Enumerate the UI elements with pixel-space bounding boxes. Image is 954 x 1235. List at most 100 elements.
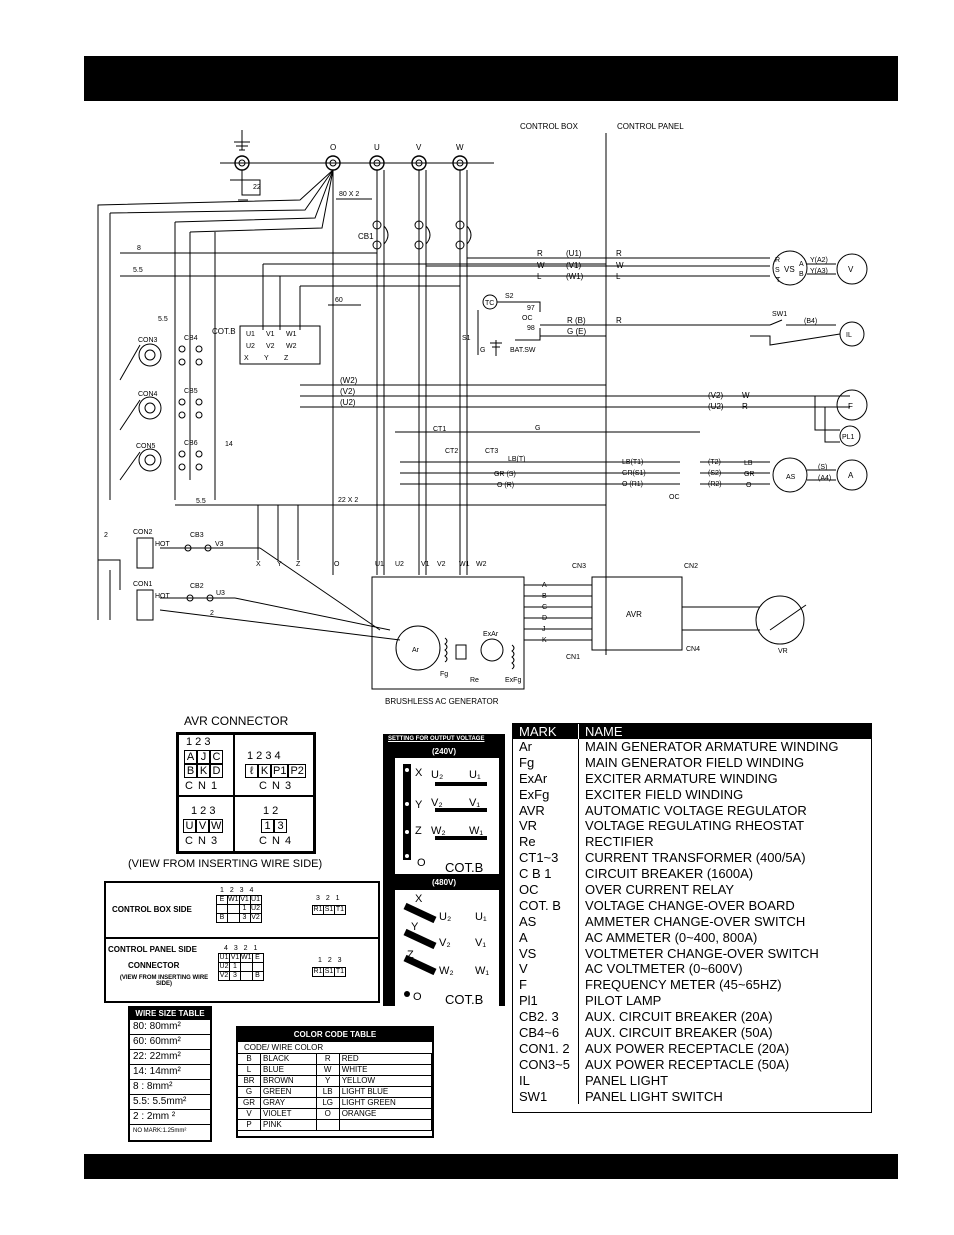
armature-winding xyxy=(395,625,441,671)
legend-name: AMMETER CHANGE-OVER SWITCH xyxy=(585,913,806,929)
panel-light xyxy=(839,321,865,347)
pilot-lamp xyxy=(839,425,861,447)
r-panel3: R xyxy=(616,316,622,325)
t240-cotb: COT.B xyxy=(445,860,483,874)
cotb-v1: V1 xyxy=(266,331,275,338)
legend-row: Pl1 PILOT LAMP xyxy=(513,993,871,1010)
t480-y: Y xyxy=(411,921,419,933)
color-cell: YELLOW xyxy=(339,1075,433,1087)
cotb-480v-diagram: X Y Z O U₂ U₁ V₂ V₁ W₂ W₁ COT.B xyxy=(403,893,489,1007)
legend-mark: CON1. 2 xyxy=(513,1040,579,1057)
vs-t: T xyxy=(776,277,781,284)
cn1-pin: D xyxy=(210,764,223,778)
batsw-label: BAT.SW xyxy=(510,347,536,354)
avr-unit xyxy=(591,576,683,651)
grs-label: GR (S) xyxy=(494,471,516,478)
legend-name: CURRENT TRANSFORMER (400/5A) xyxy=(585,850,806,866)
color-cell: LIGHT GREEN xyxy=(339,1097,433,1109)
ct2-label: CT2 xyxy=(445,448,458,455)
legend-name: FREQUENCY METER (45~65HZ) xyxy=(585,977,782,993)
legend-name: OVER CURRENT RELAY xyxy=(585,882,735,898)
t480-v2: V₂ xyxy=(439,937,451,949)
t240-w1: W₁ xyxy=(469,825,483,837)
cotb-label: COT.B xyxy=(212,327,236,336)
cn1-label: CN1 xyxy=(566,654,580,661)
b4-label: (B4) xyxy=(804,318,817,325)
vs-a: A xyxy=(799,261,804,268)
output-setting-title: SETTING FOR OUTPUT VOLTAGE xyxy=(388,736,485,742)
cn1-pin: B xyxy=(184,764,197,778)
code-cell: Y xyxy=(316,1075,340,1087)
cn2-label: CN2 xyxy=(684,563,698,570)
lbt-label: LB(T) xyxy=(508,456,526,463)
cn3b-pin: U xyxy=(183,819,196,833)
vr-label: VR xyxy=(778,648,788,655)
wire-55b-label: 5.5 xyxy=(158,316,168,323)
hot-label-1: HOT xyxy=(155,593,171,600)
legend-name: CIRCUIT BREAKER (1600A) xyxy=(585,866,754,882)
cn4-row1: 1 3 xyxy=(261,819,287,833)
ar-label: Ar xyxy=(412,647,420,654)
grid-cell xyxy=(240,962,253,972)
legend-name: AUX POWER RECEPTACLE (20A) xyxy=(585,1040,790,1056)
cb4-breaker xyxy=(178,345,203,366)
connector-divider xyxy=(106,937,378,939)
legend-name: PANEL LIGHT xyxy=(585,1072,669,1088)
w-box: W xyxy=(537,261,545,270)
color-cell: GRAY xyxy=(260,1097,317,1109)
s1-label: S1 xyxy=(462,335,471,342)
wire-size-row: 8 : 8mm² xyxy=(130,1080,210,1095)
t480-z: Z xyxy=(407,949,414,961)
cn4-pin: 1 xyxy=(261,819,274,833)
legend-row: ExFg EXCITER FIELD WINDING xyxy=(513,786,871,803)
t480-x: X xyxy=(415,893,423,905)
con5-label: CON5 xyxy=(136,443,156,450)
terminal-w-label: W xyxy=(456,143,464,152)
legend-mark: Re xyxy=(513,834,579,851)
cn3b-name: C N 3 xyxy=(185,835,219,847)
con3-label: CON3 xyxy=(138,337,158,344)
legend-name: AUX. CIRCUIT BREAKER (20A) xyxy=(585,1009,773,1025)
t480-w2: W₂ xyxy=(439,965,454,977)
header-bar xyxy=(84,56,898,101)
code-cell: B xyxy=(238,1054,261,1065)
control-panel-side-label: CONTROL PANEL SIDE xyxy=(108,945,197,954)
legend-mark: SW1 xyxy=(513,1088,579,1105)
generator-box xyxy=(371,576,525,690)
s2-label: S2 xyxy=(505,293,514,300)
wire-size-title: WIRE SIZE TABLE xyxy=(130,1008,210,1020)
gen-z: Z xyxy=(296,561,301,568)
legend-mark: CB4~6 xyxy=(513,1025,579,1041)
exfg-label: ExFg xyxy=(505,677,521,684)
grid-cell: U2 xyxy=(249,904,262,914)
wire-size-row: 60: 60mm² xyxy=(130,1035,210,1050)
color-cell: BLACK xyxy=(260,1054,317,1065)
vs-b: B xyxy=(799,271,804,278)
cn3a-cell: 1 2 3 4 ℓ K P1 P2 C N 3 xyxy=(234,734,314,796)
panel-grid-numbers: 4 3 2 1 xyxy=(224,945,260,952)
code-cell: LB xyxy=(316,1086,340,1098)
grid-cell: W1 xyxy=(240,953,253,963)
wire-14-label: 14 xyxy=(225,441,233,448)
code-cell xyxy=(316,1119,340,1131)
wire-size-row: 2 : 2mm ² xyxy=(130,1110,210,1125)
cn1-pin: A xyxy=(184,750,197,764)
grid-cell: 1 xyxy=(238,904,251,914)
legend-name: AUX. CIRCUIT BREAKER (50A) xyxy=(585,1025,773,1041)
wire-60-label: 60 xyxy=(335,297,343,304)
cn3a-pin: ℓ xyxy=(245,764,258,778)
cn1-pin: J xyxy=(197,750,210,764)
terminal-u-label: U xyxy=(374,143,380,152)
t240-v2: V₂ xyxy=(431,797,443,809)
